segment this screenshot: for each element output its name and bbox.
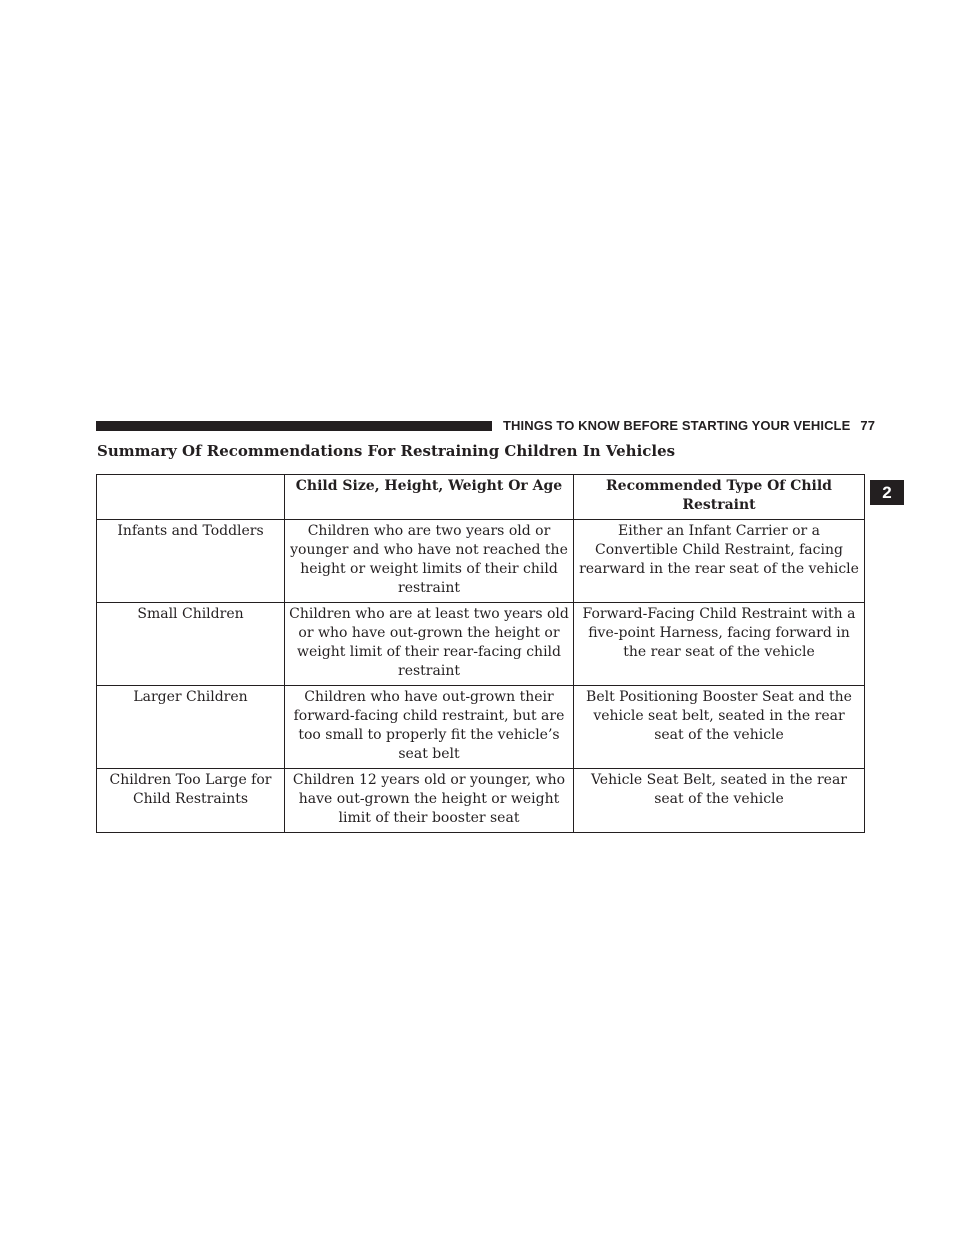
table-cell-category: Small Children — [96, 602, 285, 686]
recommendations-table: Child Size, Height, Weight Or Age Recomm… — [96, 474, 865, 833]
chapter-tab: 2 — [870, 480, 904, 505]
table-cell-category: Infants and Toddlers — [96, 519, 285, 603]
table-cell-restraint-type: Belt Positioning Booster Seat and the ve… — [573, 685, 865, 769]
table-row: Larger Children Children who have out-gr… — [96, 685, 865, 769]
header-cell-category — [96, 474, 285, 520]
table-cell-restraint-type: Vehicle Seat Belt, seated in the rear se… — [573, 768, 865, 833]
table-cell-restraint-type: Either an Infant Carrier or a Convertibl… — [573, 519, 865, 603]
table-cell-restraint-type: Forward-Facing Child Restraint with a fi… — [573, 602, 865, 686]
page-number: 77 — [860, 418, 876, 433]
table-cell-category: Larger Children — [96, 685, 285, 769]
table-cell-child-size: Children who are at least two years old … — [284, 602, 574, 686]
table-cell-category: Children Too Large for Child Restraints — [96, 768, 285, 833]
running-header: THINGS TO KNOW BEFORE STARTING YOUR VEHI… — [503, 418, 875, 433]
section-title: Summary Of Recommendations For Restraini… — [97, 442, 676, 460]
header-cell-child-size: Child Size, Height, Weight Or Age — [284, 474, 574, 520]
table-header-row: Child Size, Height, Weight Or Age Recomm… — [96, 474, 865, 520]
table-row: Children Too Large for Child Restraints … — [96, 768, 865, 833]
header-rule — [96, 421, 492, 431]
running-header-section: THINGS TO KNOW BEFORE STARTING YOUR VEHI… — [503, 418, 851, 433]
table-cell-child-size: Children 12 years old or younger, who ha… — [284, 768, 574, 833]
table-row: Small Children Children who are at least… — [96, 602, 865, 686]
table-cell-child-size: Children who have out-grown their forwar… — [284, 685, 574, 769]
table-row: Infants and Toddlers Children who are tw… — [96, 519, 865, 603]
table-cell-child-size: Children who are two years old or younge… — [284, 519, 574, 603]
header-cell-restraint-type: Recommended Type Of Child Restraint — [573, 474, 865, 520]
